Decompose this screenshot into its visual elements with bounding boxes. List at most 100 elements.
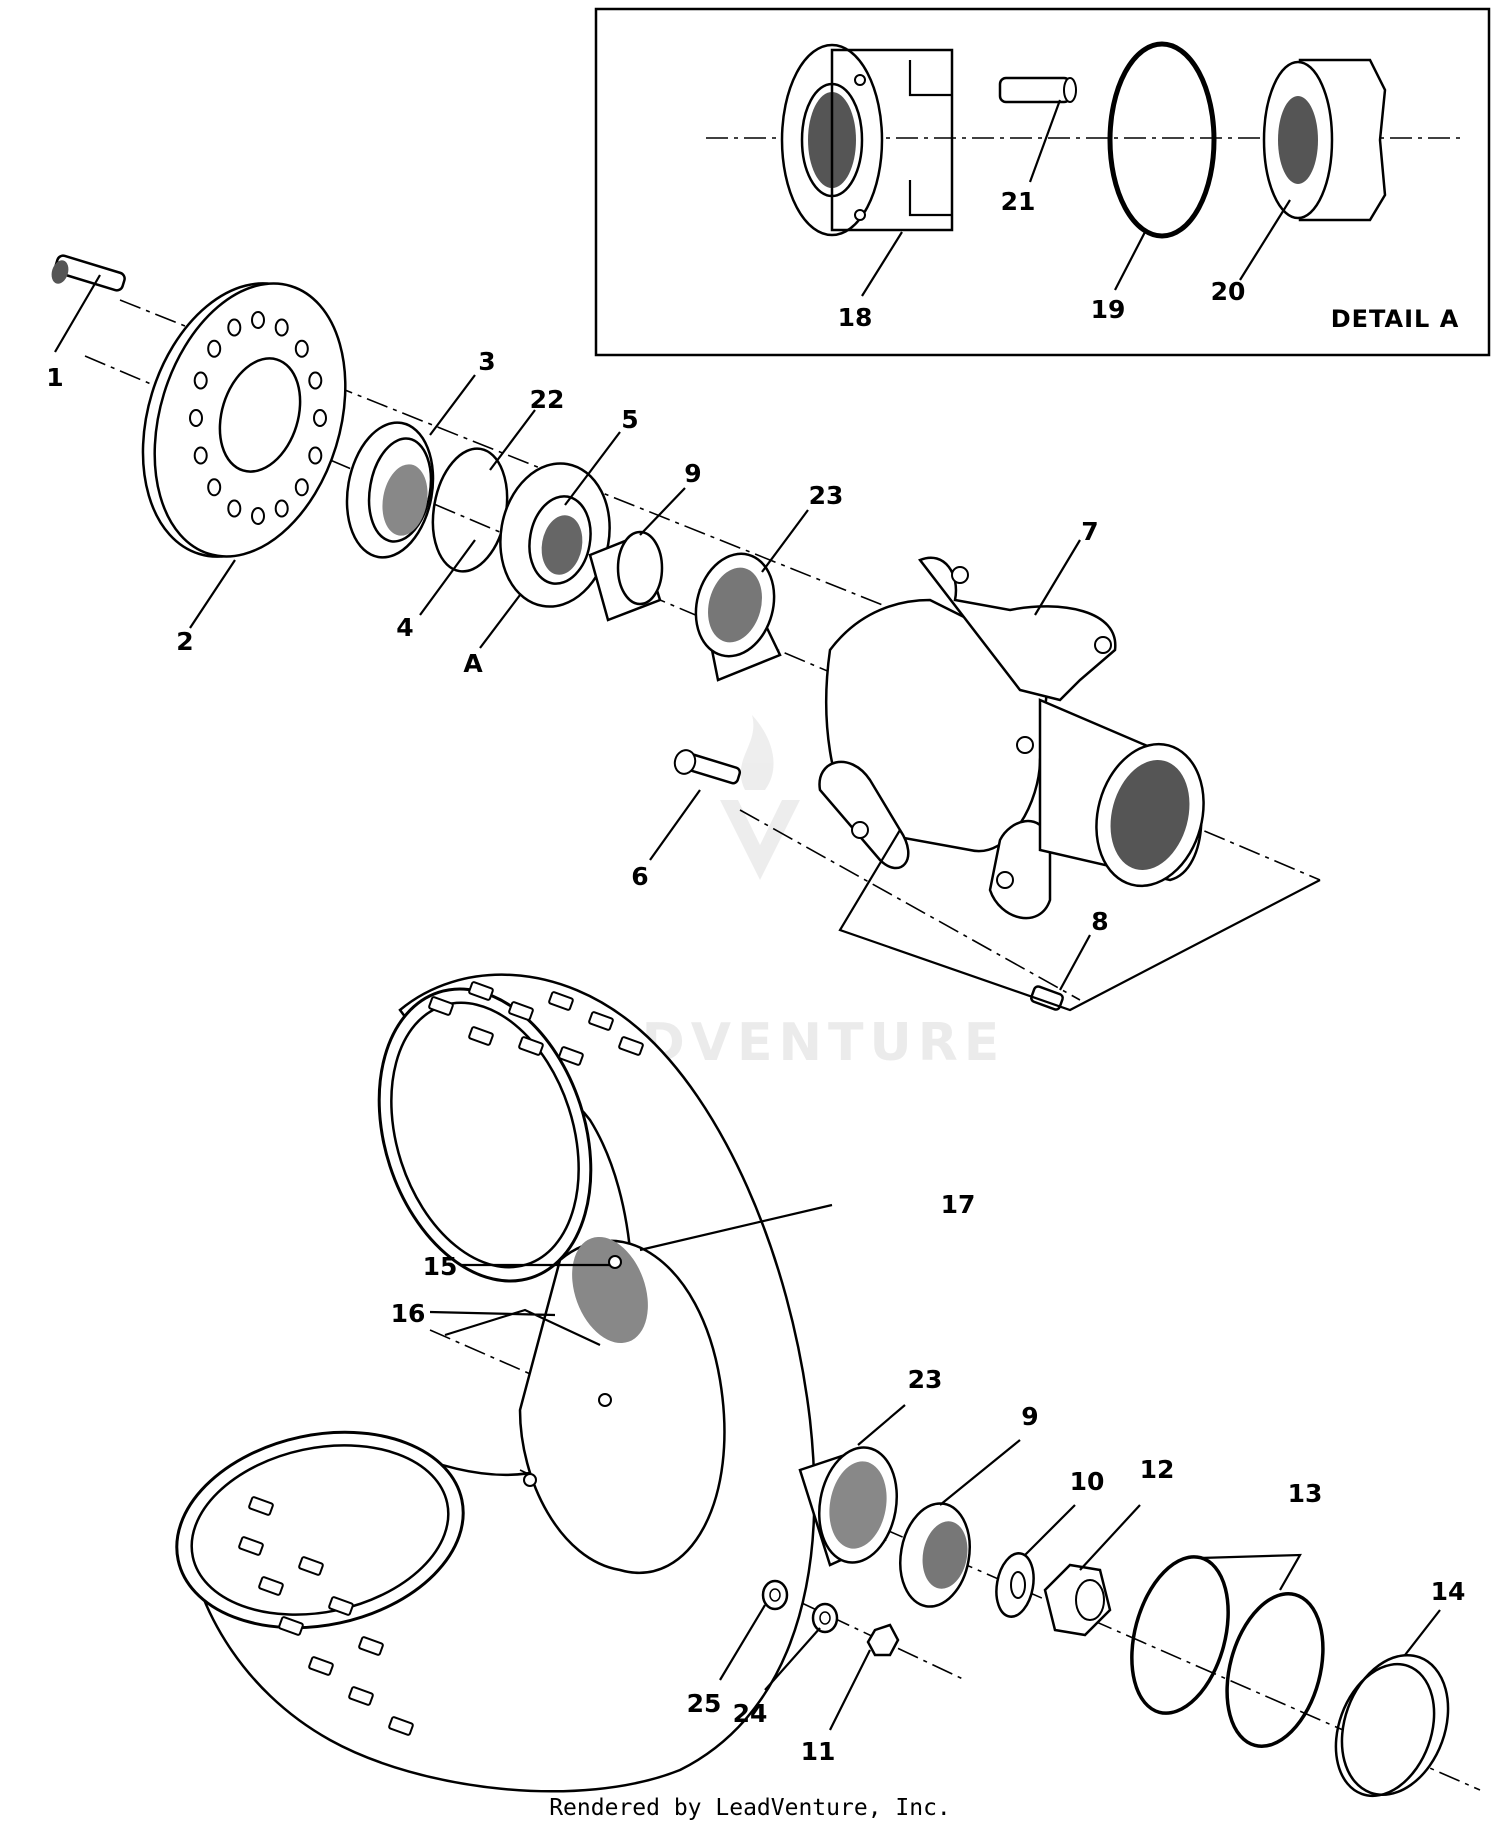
disc-hole xyxy=(313,409,327,427)
tire-tread-block xyxy=(518,1036,544,1056)
tire-tread-block xyxy=(358,1636,384,1656)
part-9-bearing-upper xyxy=(588,530,664,622)
disc-hole xyxy=(308,446,323,465)
leader-18 xyxy=(861,231,903,297)
part-1-bolt xyxy=(51,254,126,292)
callout-3: 3 xyxy=(478,347,495,376)
part-5-clutch-assembly xyxy=(499,462,611,608)
callout-23-upper: 23 xyxy=(809,481,844,510)
part-19-ring xyxy=(1107,41,1217,239)
callout-8: 8 xyxy=(1091,907,1108,936)
callout-20: 21 xyxy=(1001,187,1036,216)
callout-10: 10 xyxy=(1070,1467,1105,1496)
leader-13 xyxy=(1199,1553,1302,1591)
disc-hole xyxy=(227,499,242,518)
detail-a-box: 18 21 19 20 DETAIL A xyxy=(594,7,1491,357)
leader-8 xyxy=(1059,934,1091,991)
part-13-ring-b xyxy=(1225,1592,1325,1748)
part-23-cup-upper xyxy=(694,552,782,682)
tire-tread-block xyxy=(508,1001,534,1021)
tire-tread-block xyxy=(238,1536,264,1556)
part-14-cap xyxy=(1334,1653,1450,1798)
callout-24: 24 xyxy=(733,1699,768,1728)
callout-11: 11 xyxy=(801,1737,836,1766)
part-2-disc xyxy=(141,282,347,558)
tire-tread-block xyxy=(348,1686,374,1706)
disc-hole xyxy=(227,318,242,337)
disc-hole xyxy=(251,507,265,525)
callout-4: 4 xyxy=(396,613,413,642)
callout-14: 14 xyxy=(1431,1577,1466,1606)
tire-tread-block xyxy=(278,1616,304,1636)
leader-21 xyxy=(1239,199,1291,281)
tire-tread-block xyxy=(618,1036,644,1056)
leader-5 xyxy=(564,431,621,506)
disc-hole xyxy=(294,339,309,358)
callout-2: 2 xyxy=(176,627,193,656)
callout-15: 15 xyxy=(423,1252,458,1281)
leader-2 xyxy=(189,559,236,629)
part-18-clutch-body xyxy=(780,43,954,237)
leader-23-lower xyxy=(857,1404,906,1446)
leader-22 xyxy=(489,409,536,471)
callout-12: 12 xyxy=(1140,1455,1175,1484)
leader-25 xyxy=(719,1604,766,1681)
part-12-castle-nut xyxy=(1043,1563,1112,1637)
leader-9-upper xyxy=(639,487,686,536)
leader-7 xyxy=(1034,539,1081,616)
part-25-washer xyxy=(761,1579,789,1611)
leader-10 xyxy=(1024,1504,1076,1556)
leader-23-upper xyxy=(761,509,809,573)
callout-18: 18 xyxy=(838,303,873,332)
disc-hole xyxy=(189,409,203,427)
part-23-cup-lower xyxy=(798,1446,899,1567)
callout-23-lower: 23 xyxy=(908,1365,943,1394)
callout-6: 6 xyxy=(631,862,648,891)
part-13-ring-a xyxy=(1130,1555,1230,1715)
detail-frame xyxy=(594,7,1491,357)
part-20-pin xyxy=(998,76,1077,104)
callout-9-lower: 9 xyxy=(1021,1402,1038,1431)
callout-25: 25 xyxy=(687,1689,722,1718)
leader-12 xyxy=(1079,1504,1141,1571)
part-21-knob xyxy=(1262,58,1387,222)
disc-hole xyxy=(193,446,208,465)
disc-hole xyxy=(193,371,208,390)
callout-13: 13 xyxy=(1288,1479,1323,1508)
tire-tread-block xyxy=(308,1656,334,1676)
leader-14 xyxy=(1404,1609,1441,1656)
disc-hole xyxy=(207,339,222,358)
disc-hole xyxy=(274,318,289,337)
callout-22: 22 xyxy=(530,385,565,414)
part-17-tire xyxy=(175,973,816,1793)
leader-24 xyxy=(764,1627,821,1691)
part-7-hub xyxy=(818,556,1205,920)
callout-7: 7 xyxy=(1081,517,1098,546)
part-9-bearing-lower xyxy=(899,1502,971,1608)
leader-6 xyxy=(649,789,701,861)
part-24-lock-washer xyxy=(811,1602,839,1634)
disc-hole xyxy=(274,499,289,518)
leader-11 xyxy=(829,1649,871,1731)
callout-16: 16 xyxy=(391,1299,426,1328)
leader-3 xyxy=(429,374,476,436)
callout-17: 17 xyxy=(941,1190,976,1219)
tire-tread-block xyxy=(588,1011,614,1031)
tire-tread-block xyxy=(298,1556,324,1576)
callout-19: 19 xyxy=(1091,295,1126,324)
axis-screw-8 xyxy=(739,809,1081,1001)
tire-tread-block xyxy=(258,1576,284,1596)
callout-A: A xyxy=(463,649,483,678)
callout-9-upper: 9 xyxy=(684,459,701,488)
leader-A xyxy=(479,594,521,649)
tire-tread-block xyxy=(468,1026,494,1046)
leader-19 xyxy=(1114,231,1146,291)
leader-1 xyxy=(54,274,101,353)
tire-tread-block xyxy=(428,996,454,1016)
tire-tread-block xyxy=(548,991,574,1011)
tire-tread-block xyxy=(468,981,494,1001)
callout-5: 5 xyxy=(621,405,638,434)
part-16-rim xyxy=(518,1236,726,1574)
part-6-bolt xyxy=(673,749,742,785)
